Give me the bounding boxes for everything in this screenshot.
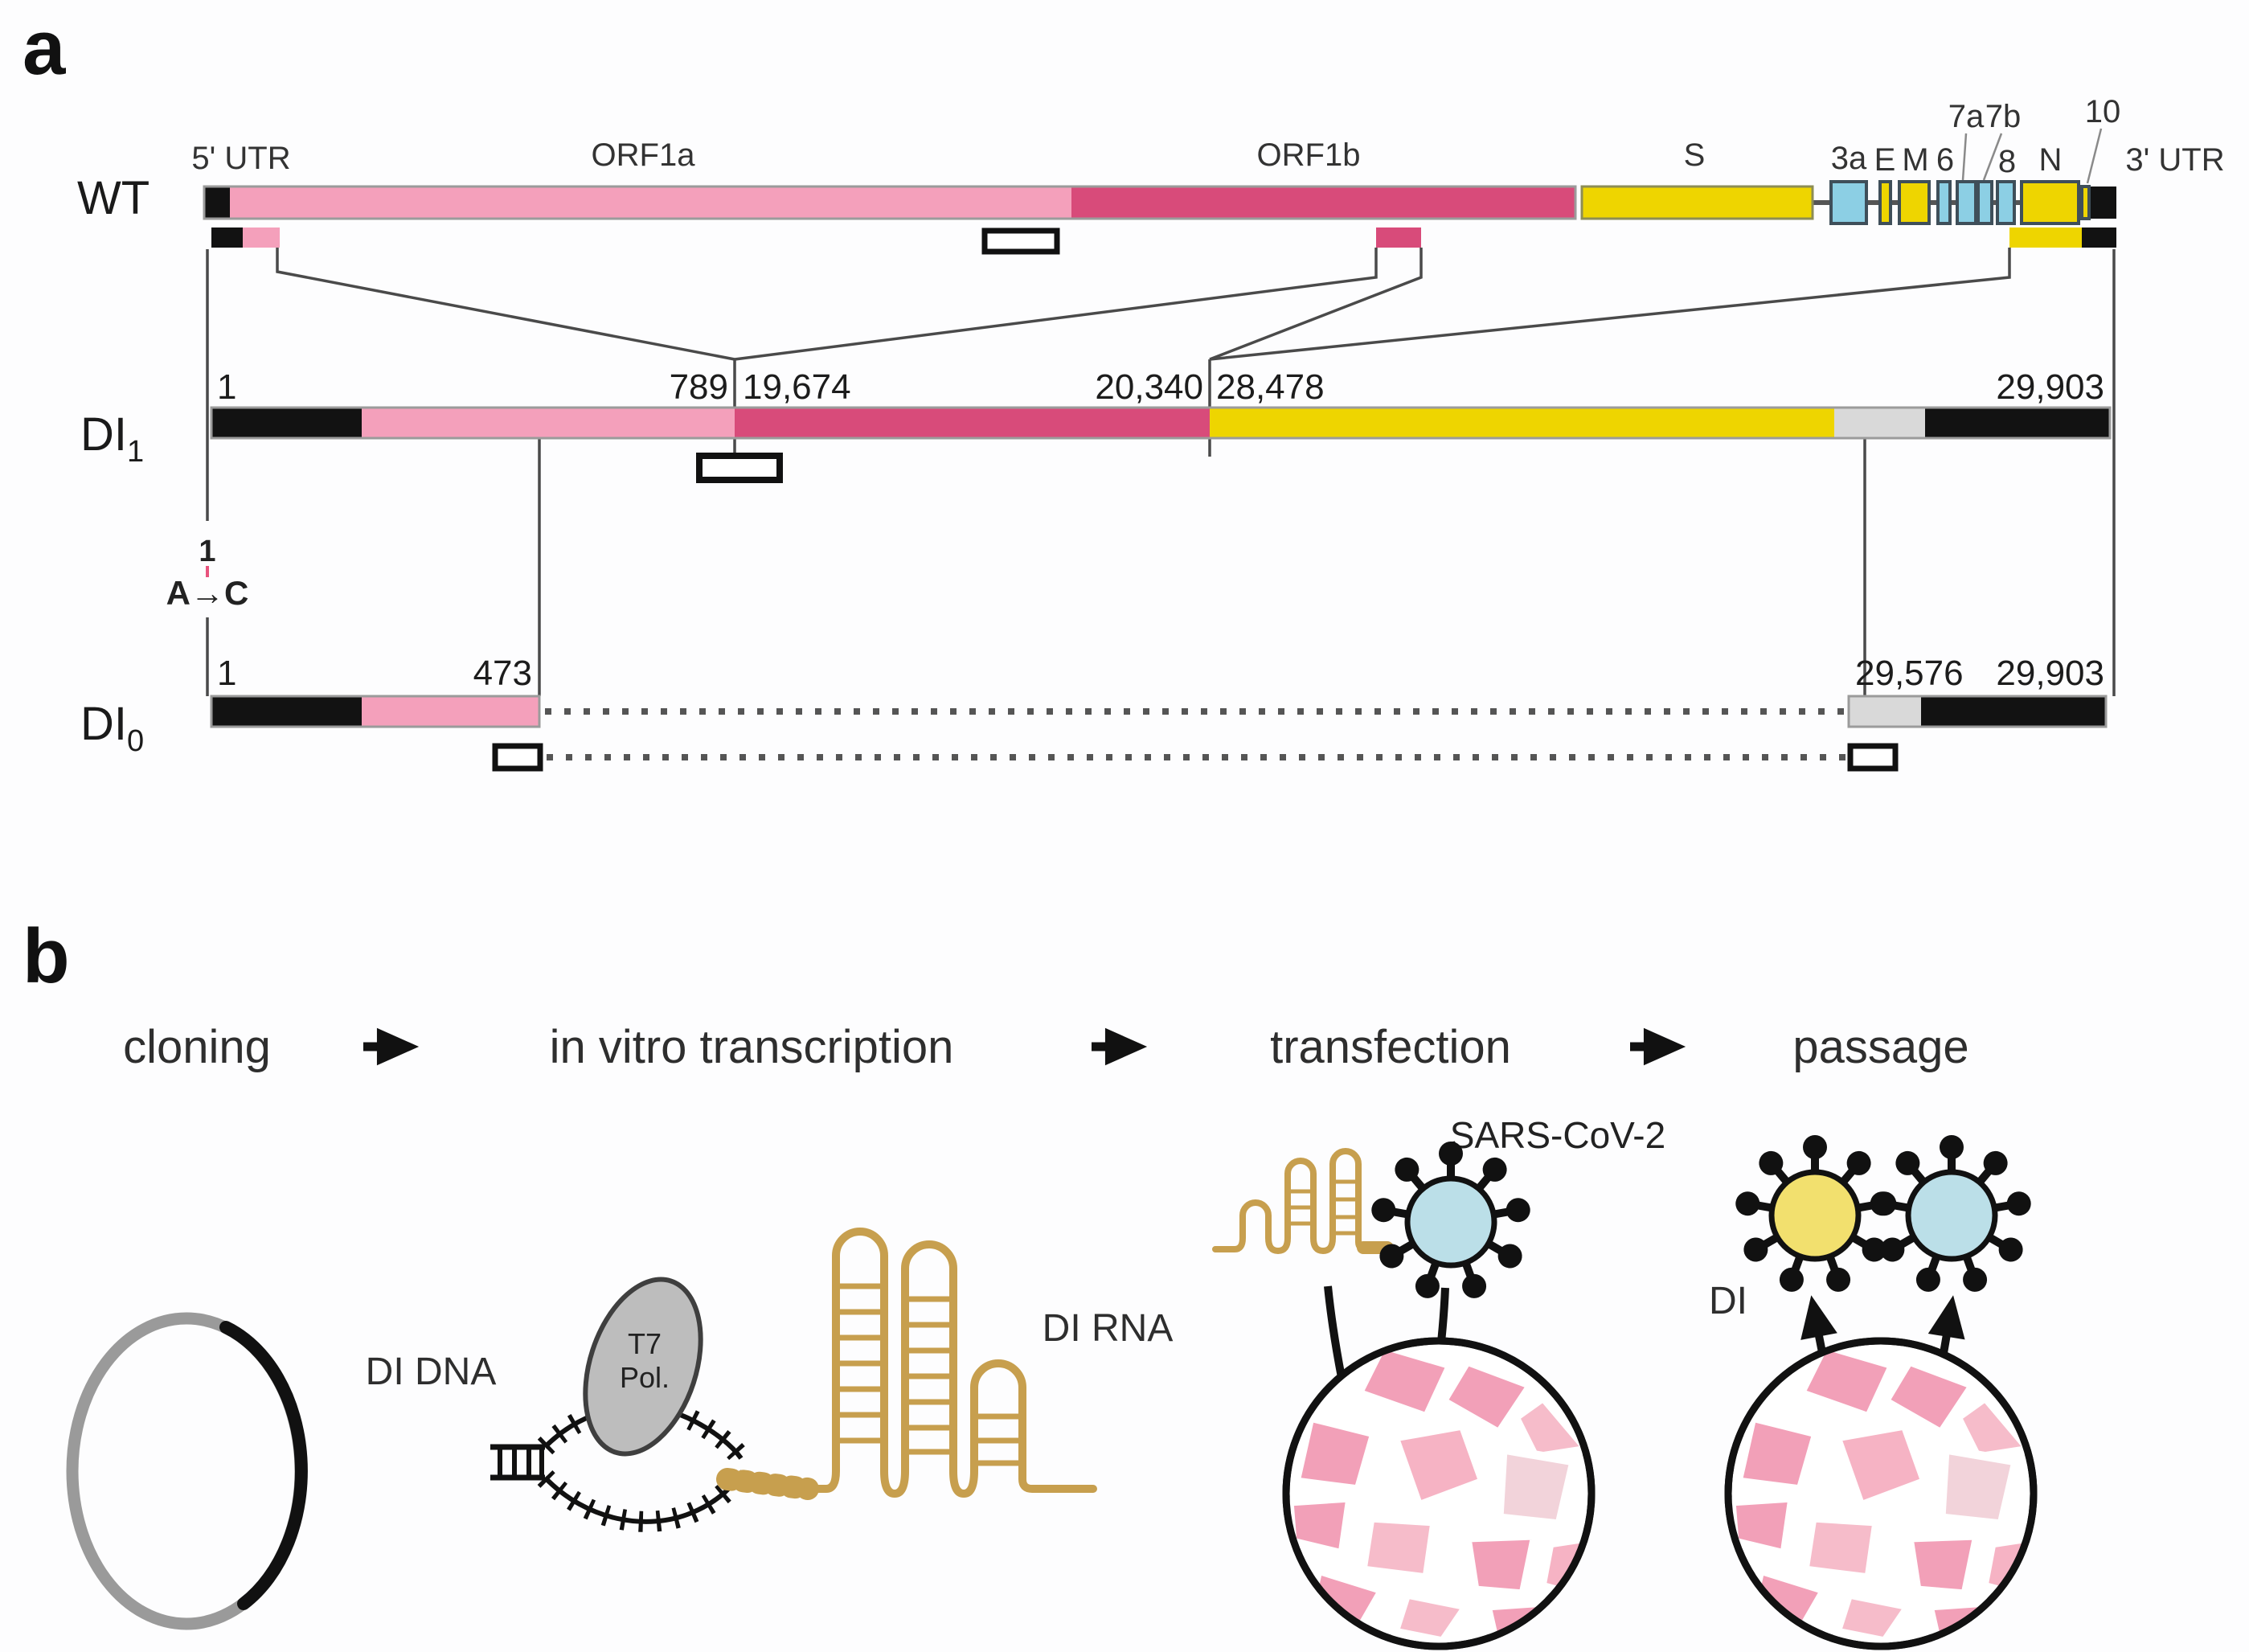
label-s: S bbox=[1684, 137, 1706, 173]
segment-orf3a bbox=[1829, 180, 1868, 225]
segment-orf10 bbox=[2080, 185, 2091, 220]
fragment-5p-black bbox=[211, 228, 243, 248]
accessory-gene-boxes bbox=[1829, 180, 2116, 225]
di1-coord-789: 789 bbox=[670, 367, 728, 407]
segment-n bbox=[2020, 180, 2080, 225]
segment-orf1a bbox=[230, 187, 1071, 219]
primer-orf1a-icon bbox=[981, 228, 1060, 255]
di0-coord-1: 1 bbox=[217, 654, 236, 693]
t7-label-line2: Pol. bbox=[620, 1361, 670, 1394]
workflow-steps: cloning in vitro transcription transfect… bbox=[123, 1021, 1969, 1073]
step-cloning: cloning bbox=[123, 1021, 271, 1073]
di1-3p-yellow bbox=[1210, 408, 1834, 438]
di0-3utr bbox=[1921, 696, 2106, 727]
label-orf7b: 7b bbox=[1985, 99, 2022, 134]
di1-coord-28478: 28,478 bbox=[1216, 367, 1325, 407]
wt-genome-bar bbox=[203, 180, 2116, 225]
sars-cov-2-virion-icon bbox=[1370, 1142, 1532, 1302]
di0-row-label: DI0 bbox=[80, 698, 144, 758]
label-n: N bbox=[2039, 142, 2063, 178]
fragment-orf1b-pink bbox=[1376, 228, 1421, 248]
step-in-vitro-transcription: in vitro transcription bbox=[550, 1021, 954, 1073]
di1-orf1b bbox=[735, 408, 1210, 438]
label-orf7a: 7a bbox=[1948, 99, 1985, 134]
wt-gene-labels: 5' UTR ORF1a ORF1b S 3a E M 6 7a 7b 8 N … bbox=[191, 94, 2225, 184]
helper-virion-icon bbox=[1870, 1135, 2033, 1295]
di0-coord-29576: 29,576 bbox=[1855, 654, 1964, 693]
segment-orf7a bbox=[1956, 180, 1977, 225]
mutation-position: 1 bbox=[199, 535, 215, 568]
gene-label-leader-lines bbox=[1961, 128, 2103, 184]
di0-orf1a bbox=[362, 696, 539, 727]
label-3utr: 3' UTR bbox=[2125, 142, 2224, 178]
panel-a-label: a bbox=[23, 5, 66, 91]
segment-3utr bbox=[2091, 187, 2116, 219]
di1-3utr bbox=[1925, 408, 2110, 438]
di1-bar bbox=[210, 406, 2112, 440]
di1-row-label: DI1 bbox=[80, 408, 144, 469]
fragment-3p-black bbox=[2082, 228, 2116, 248]
primer-di0-left-icon bbox=[492, 743, 543, 772]
di1-coord-19674: 19,674 bbox=[743, 367, 851, 407]
di1-orf1a bbox=[362, 408, 735, 438]
segment-orf7b bbox=[1977, 180, 1993, 225]
segment-m bbox=[1898, 180, 1931, 225]
mutation-change: A→C bbox=[166, 574, 249, 612]
wt-retained-fragments bbox=[211, 228, 2116, 255]
label-orf3a: 3a bbox=[1831, 141, 1867, 176]
fragment-5p-pink bbox=[243, 228, 280, 248]
di-dna-label: DI DNA bbox=[366, 1351, 497, 1393]
segment-e bbox=[1878, 180, 1892, 225]
label-orf6: 6 bbox=[1936, 142, 1954, 178]
di0-primers bbox=[492, 743, 1899, 772]
di0-gray bbox=[1849, 696, 1921, 727]
mini-di-rna-icon bbox=[1212, 1148, 1394, 1255]
label-orf8: 8 bbox=[1998, 144, 2016, 179]
plasmid-icon bbox=[66, 1312, 308, 1630]
di0-coord-29903: 29,903 bbox=[1996, 654, 2104, 693]
di-particle-virion-icon bbox=[1734, 1135, 1896, 1295]
segment-orf1b bbox=[1071, 187, 1575, 219]
panel-b-label: b bbox=[23, 913, 70, 999]
segment-orf6 bbox=[1936, 180, 1952, 225]
segment-5utr bbox=[204, 187, 230, 219]
di-label: DI bbox=[1709, 1280, 1747, 1322]
di1-gray bbox=[1834, 408, 1925, 438]
di1-coordinates: 1 789 19,674 20,340 28,478 29,903 bbox=[217, 367, 2104, 407]
di-rna-icon bbox=[716, 1228, 1097, 1500]
di1-coord-20340: 20,340 bbox=[1095, 367, 1203, 407]
fragment-3p-yellow bbox=[2009, 228, 2082, 248]
wt-row-label: WT bbox=[77, 172, 150, 224]
label-orf1b: ORF1b bbox=[1257, 137, 1361, 173]
step-transfection: transfection bbox=[1270, 1021, 1511, 1073]
di-rna-label: DI RNA bbox=[1043, 1307, 1174, 1350]
sars-cov-2-label: SARS-CoV-2 bbox=[1450, 1114, 1665, 1156]
segment-orf8 bbox=[1996, 180, 2016, 225]
di0-bar bbox=[210, 695, 2108, 728]
primer-di0-right-icon bbox=[1847, 743, 1899, 772]
t7-polymerase-icon: T7 Pol. bbox=[583, 1277, 703, 1457]
label-orf10: 10 bbox=[2085, 94, 2121, 129]
step-passage: passage bbox=[1792, 1021, 1968, 1073]
mutation-annotation: 1 A→C bbox=[166, 535, 249, 612]
di1-coord-1: 1 bbox=[217, 367, 236, 407]
di0-coordinates: 1 473 29,576 29,903 bbox=[217, 654, 2104, 693]
label-e: E bbox=[1874, 142, 1896, 178]
host-cell-icon bbox=[1728, 1341, 2034, 1646]
di1-5utr bbox=[211, 408, 362, 438]
label-5utr: 5' UTR bbox=[191, 141, 290, 176]
di0-5utr bbox=[211, 696, 362, 727]
label-orf1a: ORF1a bbox=[592, 137, 696, 173]
panel-a: a WT 5' UTR ORF1a ORF1b S 3a E M 6 7a 7b… bbox=[23, 5, 2225, 772]
t7-label-line1: T7 bbox=[628, 1327, 662, 1360]
primer-di1-icon bbox=[696, 453, 783, 483]
segment-s bbox=[1580, 185, 1814, 220]
di0-coord-473: 473 bbox=[473, 654, 532, 693]
junction-connector-lines bbox=[206, 248, 2116, 696]
host-cell-icon bbox=[1286, 1341, 1592, 1646]
label-m: M bbox=[1902, 142, 1928, 178]
panel-b: b cloning in vitro transcription transfe… bbox=[23, 913, 2034, 1646]
di1-coord-29903: 29,903 bbox=[1996, 367, 2104, 407]
